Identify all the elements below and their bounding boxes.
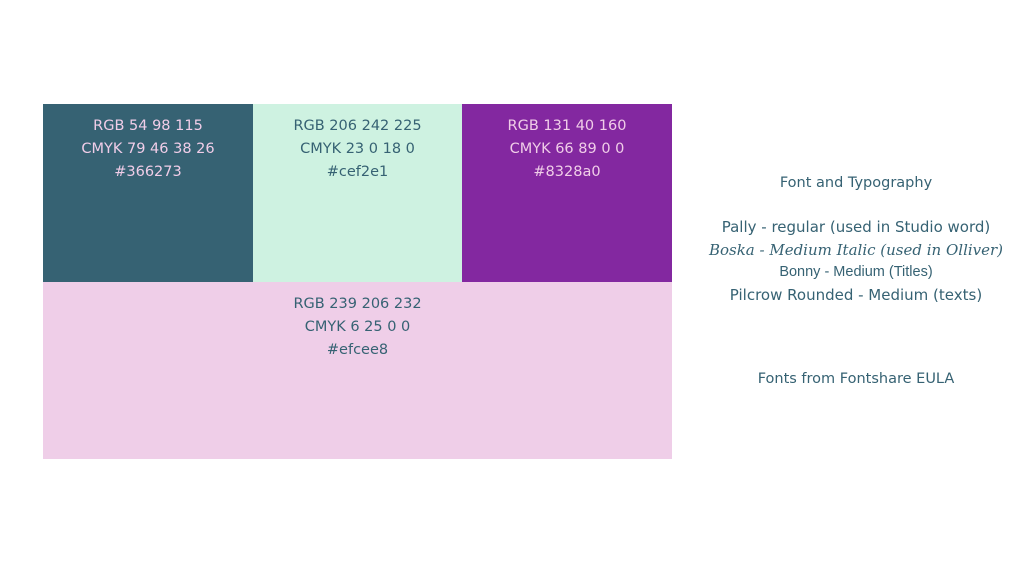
swatch-cmyk: CMYK 66 89 0 0 bbox=[509, 141, 625, 157]
swatch-rgb: RGB 206 242 225 bbox=[293, 118, 422, 134]
font-list: Pally - regular (used in Studio word) Bo… bbox=[690, 216, 1022, 306]
typography-heading: Font and Typography bbox=[779, 175, 933, 191]
swatch-cmyk: CMYK 79 46 38 26 bbox=[81, 141, 215, 157]
swatch-hex: #efcee8 bbox=[326, 342, 389, 358]
swatch-hex: #366273 bbox=[114, 164, 182, 180]
font-item-bonny: Bonny - Medium (Titles) bbox=[779, 264, 933, 280]
swatch-cmyk: CMYK 6 25 0 0 bbox=[304, 319, 411, 335]
swatch-mint: RGB 206 242 225 CMYK 23 0 18 0 #cef2e1 bbox=[253, 104, 462, 282]
swatch-hex: #cef2e1 bbox=[326, 164, 389, 180]
font-item-pally: Pally - regular (used in Studio word) bbox=[721, 218, 991, 236]
font-item-boska: Boska - Medium Italic (used in Olliver) bbox=[708, 240, 1004, 259]
swatch-teal: RGB 54 98 115 CMYK 79 46 38 26 #366273 bbox=[43, 104, 253, 282]
swatch-pink: RGB 239 206 232 CMYK 6 25 0 0 #efcee8 bbox=[43, 282, 672, 459]
swatch-hex: #8328a0 bbox=[533, 164, 601, 180]
swatch-rgb: RGB 131 40 160 bbox=[507, 118, 627, 134]
font-item-pilcrow: Pilcrow Rounded - Medium (texts) bbox=[729, 285, 983, 304]
swatch-purple: RGB 131 40 160 CMYK 66 89 0 0 #8328a0 bbox=[462, 104, 672, 282]
swatch-cmyk: CMYK 23 0 18 0 bbox=[300, 141, 415, 157]
font-license-note: Fonts from Fontshare EULA bbox=[757, 371, 955, 387]
swatch-rgb: RGB 239 206 232 bbox=[293, 296, 422, 312]
swatch-rgb: RGB 54 98 115 bbox=[93, 118, 203, 134]
